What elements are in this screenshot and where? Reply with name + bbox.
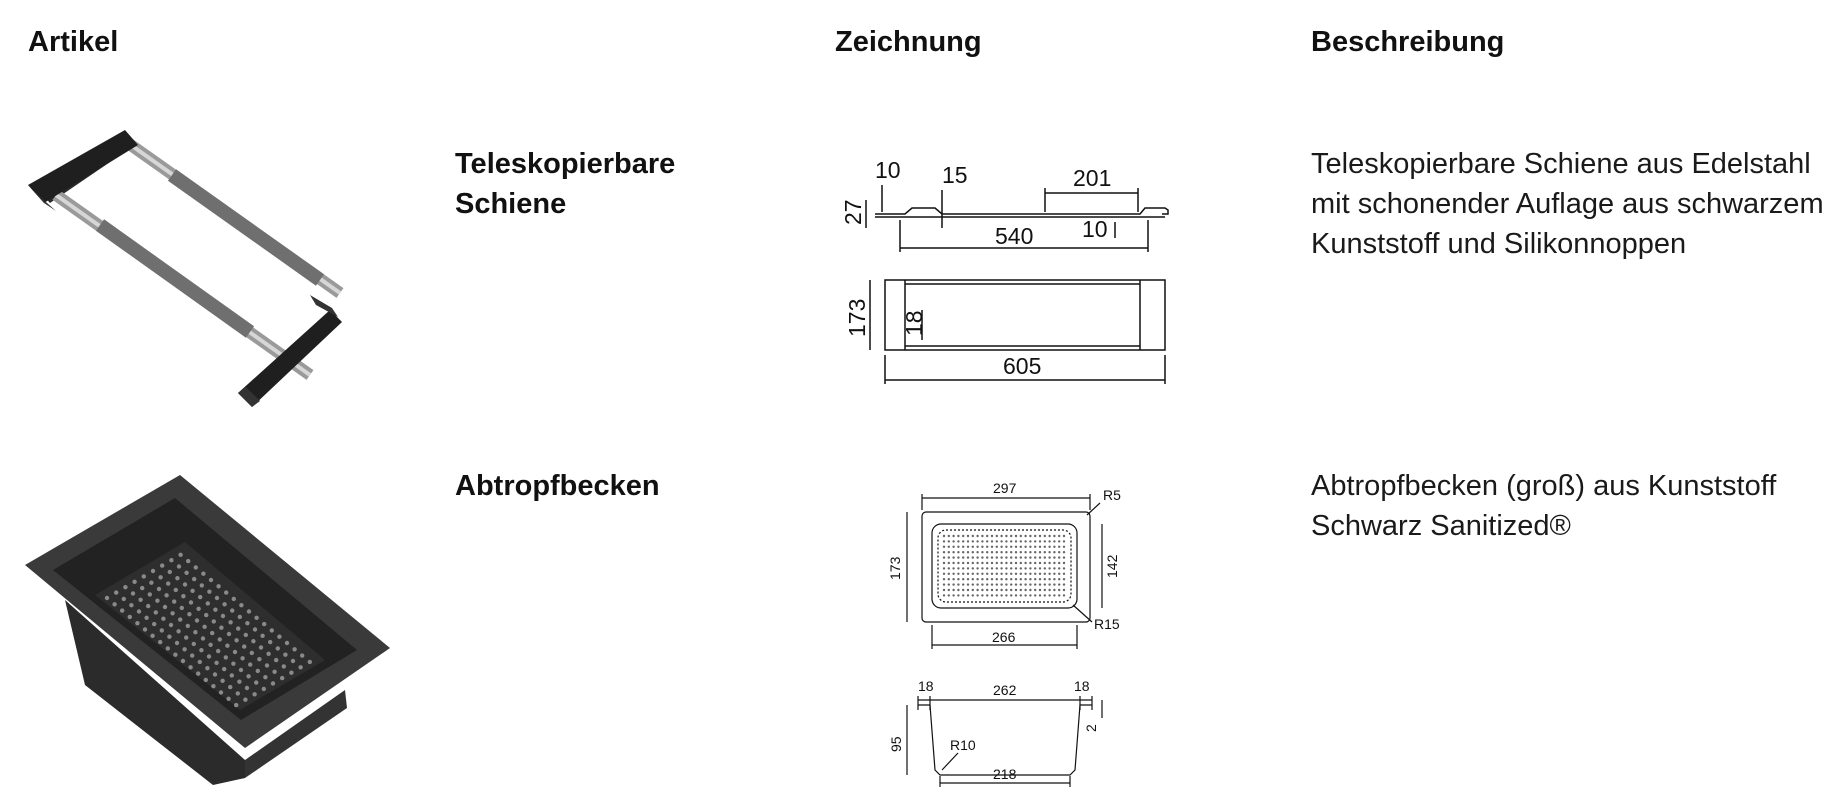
svg-text:15: 15 [942,162,968,188]
svg-text:95: 95 [888,736,904,752]
svg-text:605: 605 [1003,353,1041,379]
svg-text:18: 18 [918,678,934,694]
drain-basin-drawing: 297 R5 173 142 R15 266 18 262 18 95 R10 … [887,480,1121,787]
svg-text:297: 297 [993,480,1017,496]
telescopic-rail-image [28,130,344,407]
svg-text:173: 173 [887,556,903,580]
svg-text:18: 18 [1074,678,1090,694]
svg-text:27: 27 [840,199,866,225]
telescopic-rail-drawing: 10 15 201 27 540 10 173 18 605 [840,157,1169,384]
svg-text:2: 2 [1083,724,1099,732]
svg-text:540: 540 [995,223,1033,249]
svg-text:262: 262 [993,682,1017,698]
svg-text:201: 201 [1073,165,1111,191]
svg-text:173: 173 [844,299,870,337]
svg-text:10: 10 [1082,216,1108,242]
svg-text:266: 266 [992,629,1016,645]
header-artikel: Artikel [28,26,119,58]
item-name-telescopic-rail: Teleskopierbare Schiene [455,148,676,220]
svg-text:10: 10 [875,157,901,183]
item-description-telescopic-rail: Teleskopierbare Schiene aus Edelstahl mi… [1311,148,1824,260]
drain-basin-image [25,475,390,785]
svg-text:218: 218 [993,766,1017,782]
header-beschreibung: Beschreibung [1311,26,1505,58]
svg-text:18: 18 [901,310,927,336]
svg-text:R15: R15 [1094,616,1120,632]
svg-text:142: 142 [1104,554,1120,578]
item-name-drain-basin: Abtropfbecken [455,470,660,502]
item-description-drain-basin: Abtropfbecken (groß) aus Kunststoff Schw… [1311,470,1777,542]
svg-text:R5: R5 [1103,487,1121,503]
svg-text:R10: R10 [950,737,976,753]
header-zeichnung: Zeichnung [835,26,982,58]
